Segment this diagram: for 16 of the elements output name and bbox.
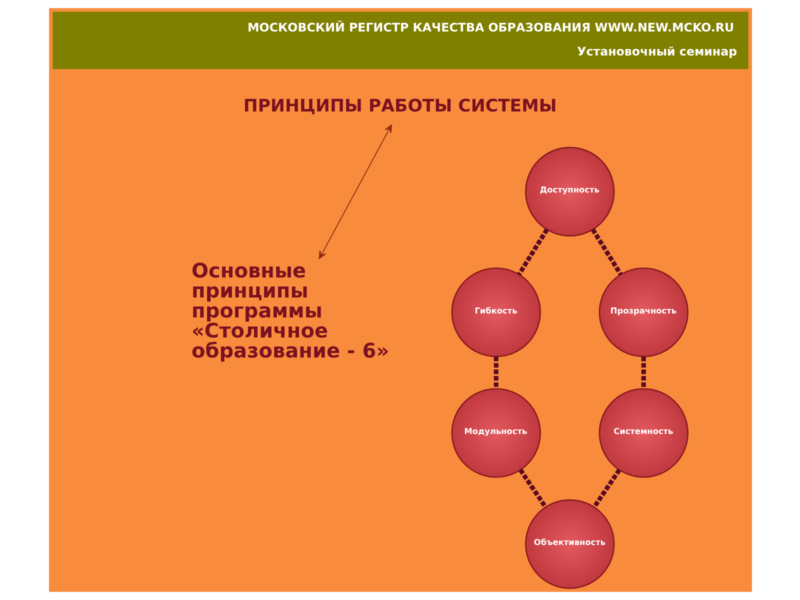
node-circle: Гибкость [450, 267, 540, 358]
connector [592, 468, 621, 508]
node-text: Основные принципы программы «Столичное образование - 6» [191, 258, 389, 362]
connector [590, 228, 622, 276]
connector [518, 468, 547, 508]
node-circle: Системность [598, 388, 688, 478]
node-circle: Объективность [524, 499, 614, 589]
connector [493, 356, 498, 388]
node-circle: Прозрачность [598, 267, 688, 358]
node-circle: Модульность [450, 388, 540, 478]
connector [516, 228, 548, 276]
node-circle: Доступность [524, 146, 614, 236]
node-box: МОСКОВСКИЙ РЕГИСТР КАЧЕСТВА ОБРАЗОВАНИЯ WWW.NEW.MCKO.RU Установочный семинар [52, 12, 748, 70]
connector [640, 356, 646, 388]
arrow [318, 124, 392, 260]
node-text: ПРИНЦИПЫ РАБОТЫ СИСТЕМЫ [242, 96, 556, 117]
